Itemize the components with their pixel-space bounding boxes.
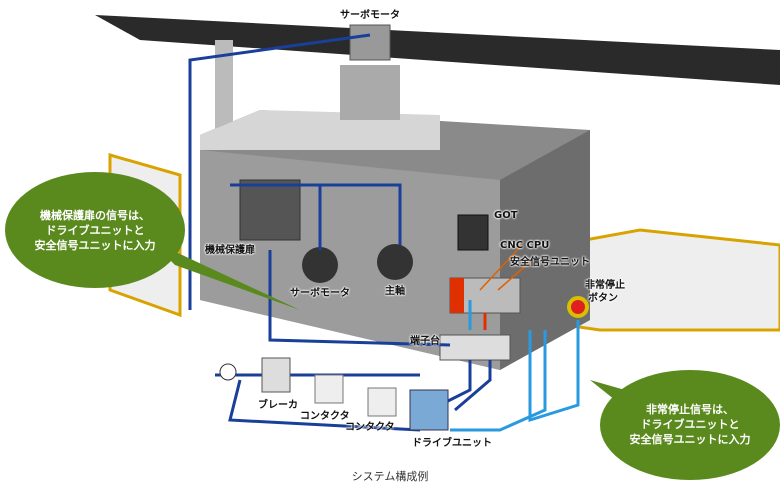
label-estop-1: 非常停止	[585, 280, 625, 291]
callout-line-cnc-cpu	[479, 244, 523, 291]
gantry-post	[215, 40, 233, 150]
bubble-right-line: 安全信号ユニットに入力	[629, 433, 751, 446]
bubble-right	[590, 370, 780, 480]
bubble-left-line: 安全信号ユニットに入力	[34, 239, 156, 252]
servo-motor-top	[349, 24, 391, 61]
gantry-rail	[95, 15, 780, 85]
bubble-right-line: ドライブユニットと	[640, 418, 740, 431]
breaker	[261, 357, 291, 393]
label-contactor-1: コンタクタ	[300, 411, 350, 422]
label-breaker: ブレーカ	[258, 400, 298, 411]
label-contactor-2: コンタクタ	[345, 422, 395, 433]
bubble-right-line: 非常停止信号は、	[646, 403, 734, 416]
contactor-2	[367, 387, 397, 417]
label-estop-2: ボタン	[588, 293, 618, 304]
gripper	[340, 65, 400, 120]
door-window	[239, 179, 301, 241]
label-door: 機械保護扉	[205, 245, 255, 256]
wiring-dark	[188, 33, 492, 432]
callout-line-safety-unit	[497, 261, 531, 291]
machine-top	[200, 110, 440, 150]
label-got: GOT	[494, 210, 518, 221]
spindle-motor	[377, 244, 413, 280]
label-servo-motor: サーボモータ	[290, 288, 350, 299]
caption: システム構成例	[351, 470, 429, 483]
label-cnc-cpu: CNC CPU	[500, 240, 550, 251]
bubble-left-line: 機械保護扉の信号は、	[40, 209, 150, 222]
bubble-right-text: 非常停止信号は、 ドライブユニットと 安全信号ユニットに入力	[610, 402, 770, 447]
drive-unit	[409, 389, 449, 431]
label-terminal: 端子台	[410, 336, 440, 347]
estop-button	[567, 296, 589, 318]
label-safety-unit: 安全信号ユニット	[510, 257, 590, 268]
servo-motor	[302, 247, 338, 283]
bubble-left	[5, 172, 300, 310]
label-spindle: 主軸	[385, 286, 405, 297]
ac-source-icon	[219, 363, 237, 381]
wiring-light	[450, 300, 580, 432]
bubble-left-line: ドライブユニットと	[45, 224, 145, 237]
terminal-block	[439, 334, 511, 361]
label-drive-unit: ドライブユニット	[412, 438, 492, 449]
contactor-1	[314, 374, 344, 404]
cnc-power-module	[450, 278, 464, 313]
label-servo-top: サーボモータ	[340, 10, 400, 21]
got-screen	[457, 214, 489, 251]
bubble-left-text: 機械保護扉の信号は、 ドライブユニットと 安全信号ユニットに入力	[20, 208, 170, 253]
